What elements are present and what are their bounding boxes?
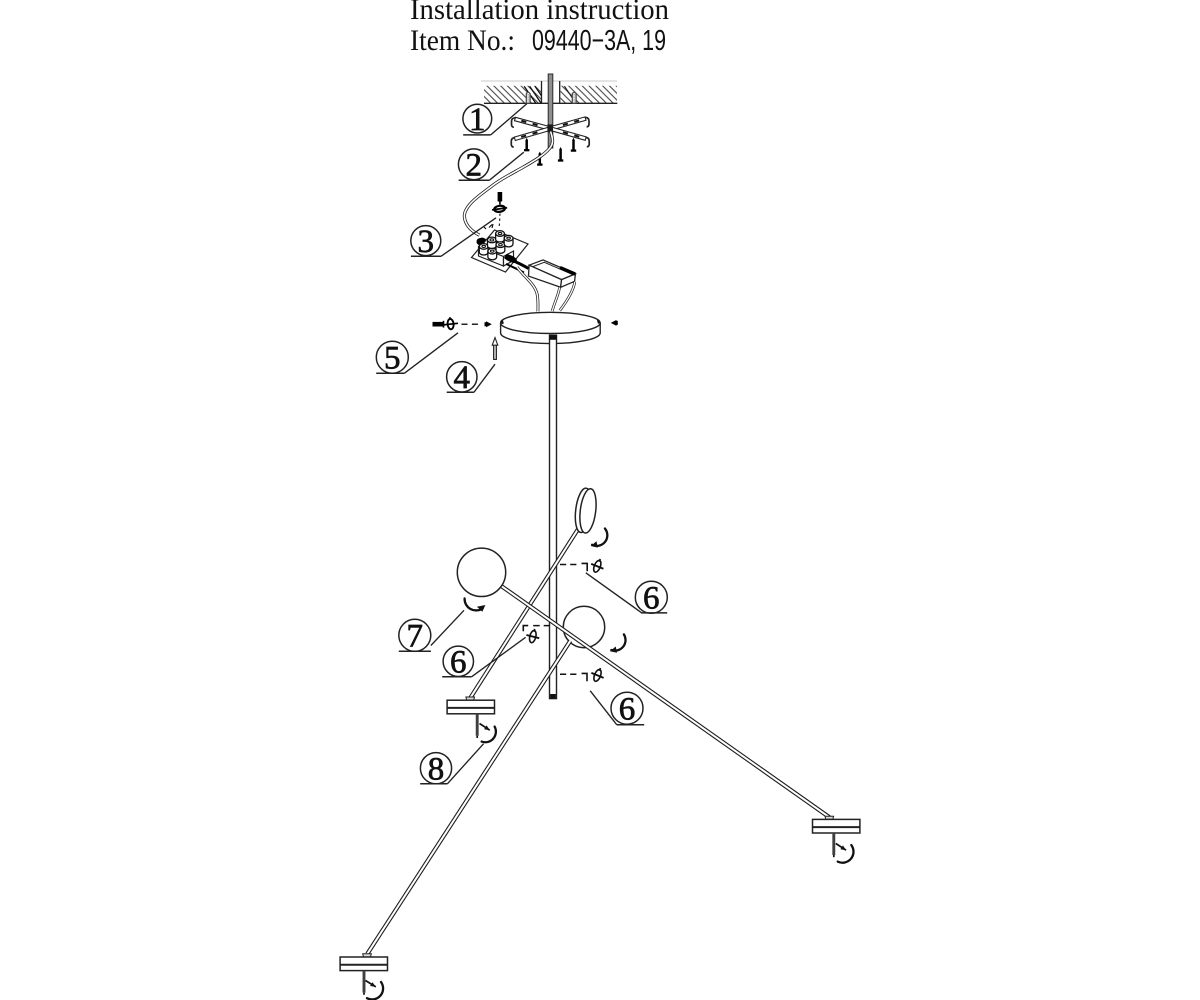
svg-text:5: 5 [384, 341, 401, 377]
svg-text:6: 6 [643, 581, 660, 617]
svg-text:1: 1 [469, 102, 486, 138]
svg-text:09440−3A, 19: 09440−3A, 19 [532, 25, 666, 57]
svg-text:Item No.:: Item No.: [410, 24, 515, 57]
svg-text:6: 6 [619, 692, 636, 728]
svg-text:3: 3 [418, 224, 435, 260]
svg-text:4: 4 [454, 360, 471, 396]
svg-text:8: 8 [428, 752, 445, 788]
svg-text:2: 2 [466, 148, 483, 184]
svg-text:6: 6 [450, 645, 467, 681]
svg-text:Installation instruction: Installation instruction [410, 0, 669, 26]
svg-text:7: 7 [407, 619, 424, 655]
